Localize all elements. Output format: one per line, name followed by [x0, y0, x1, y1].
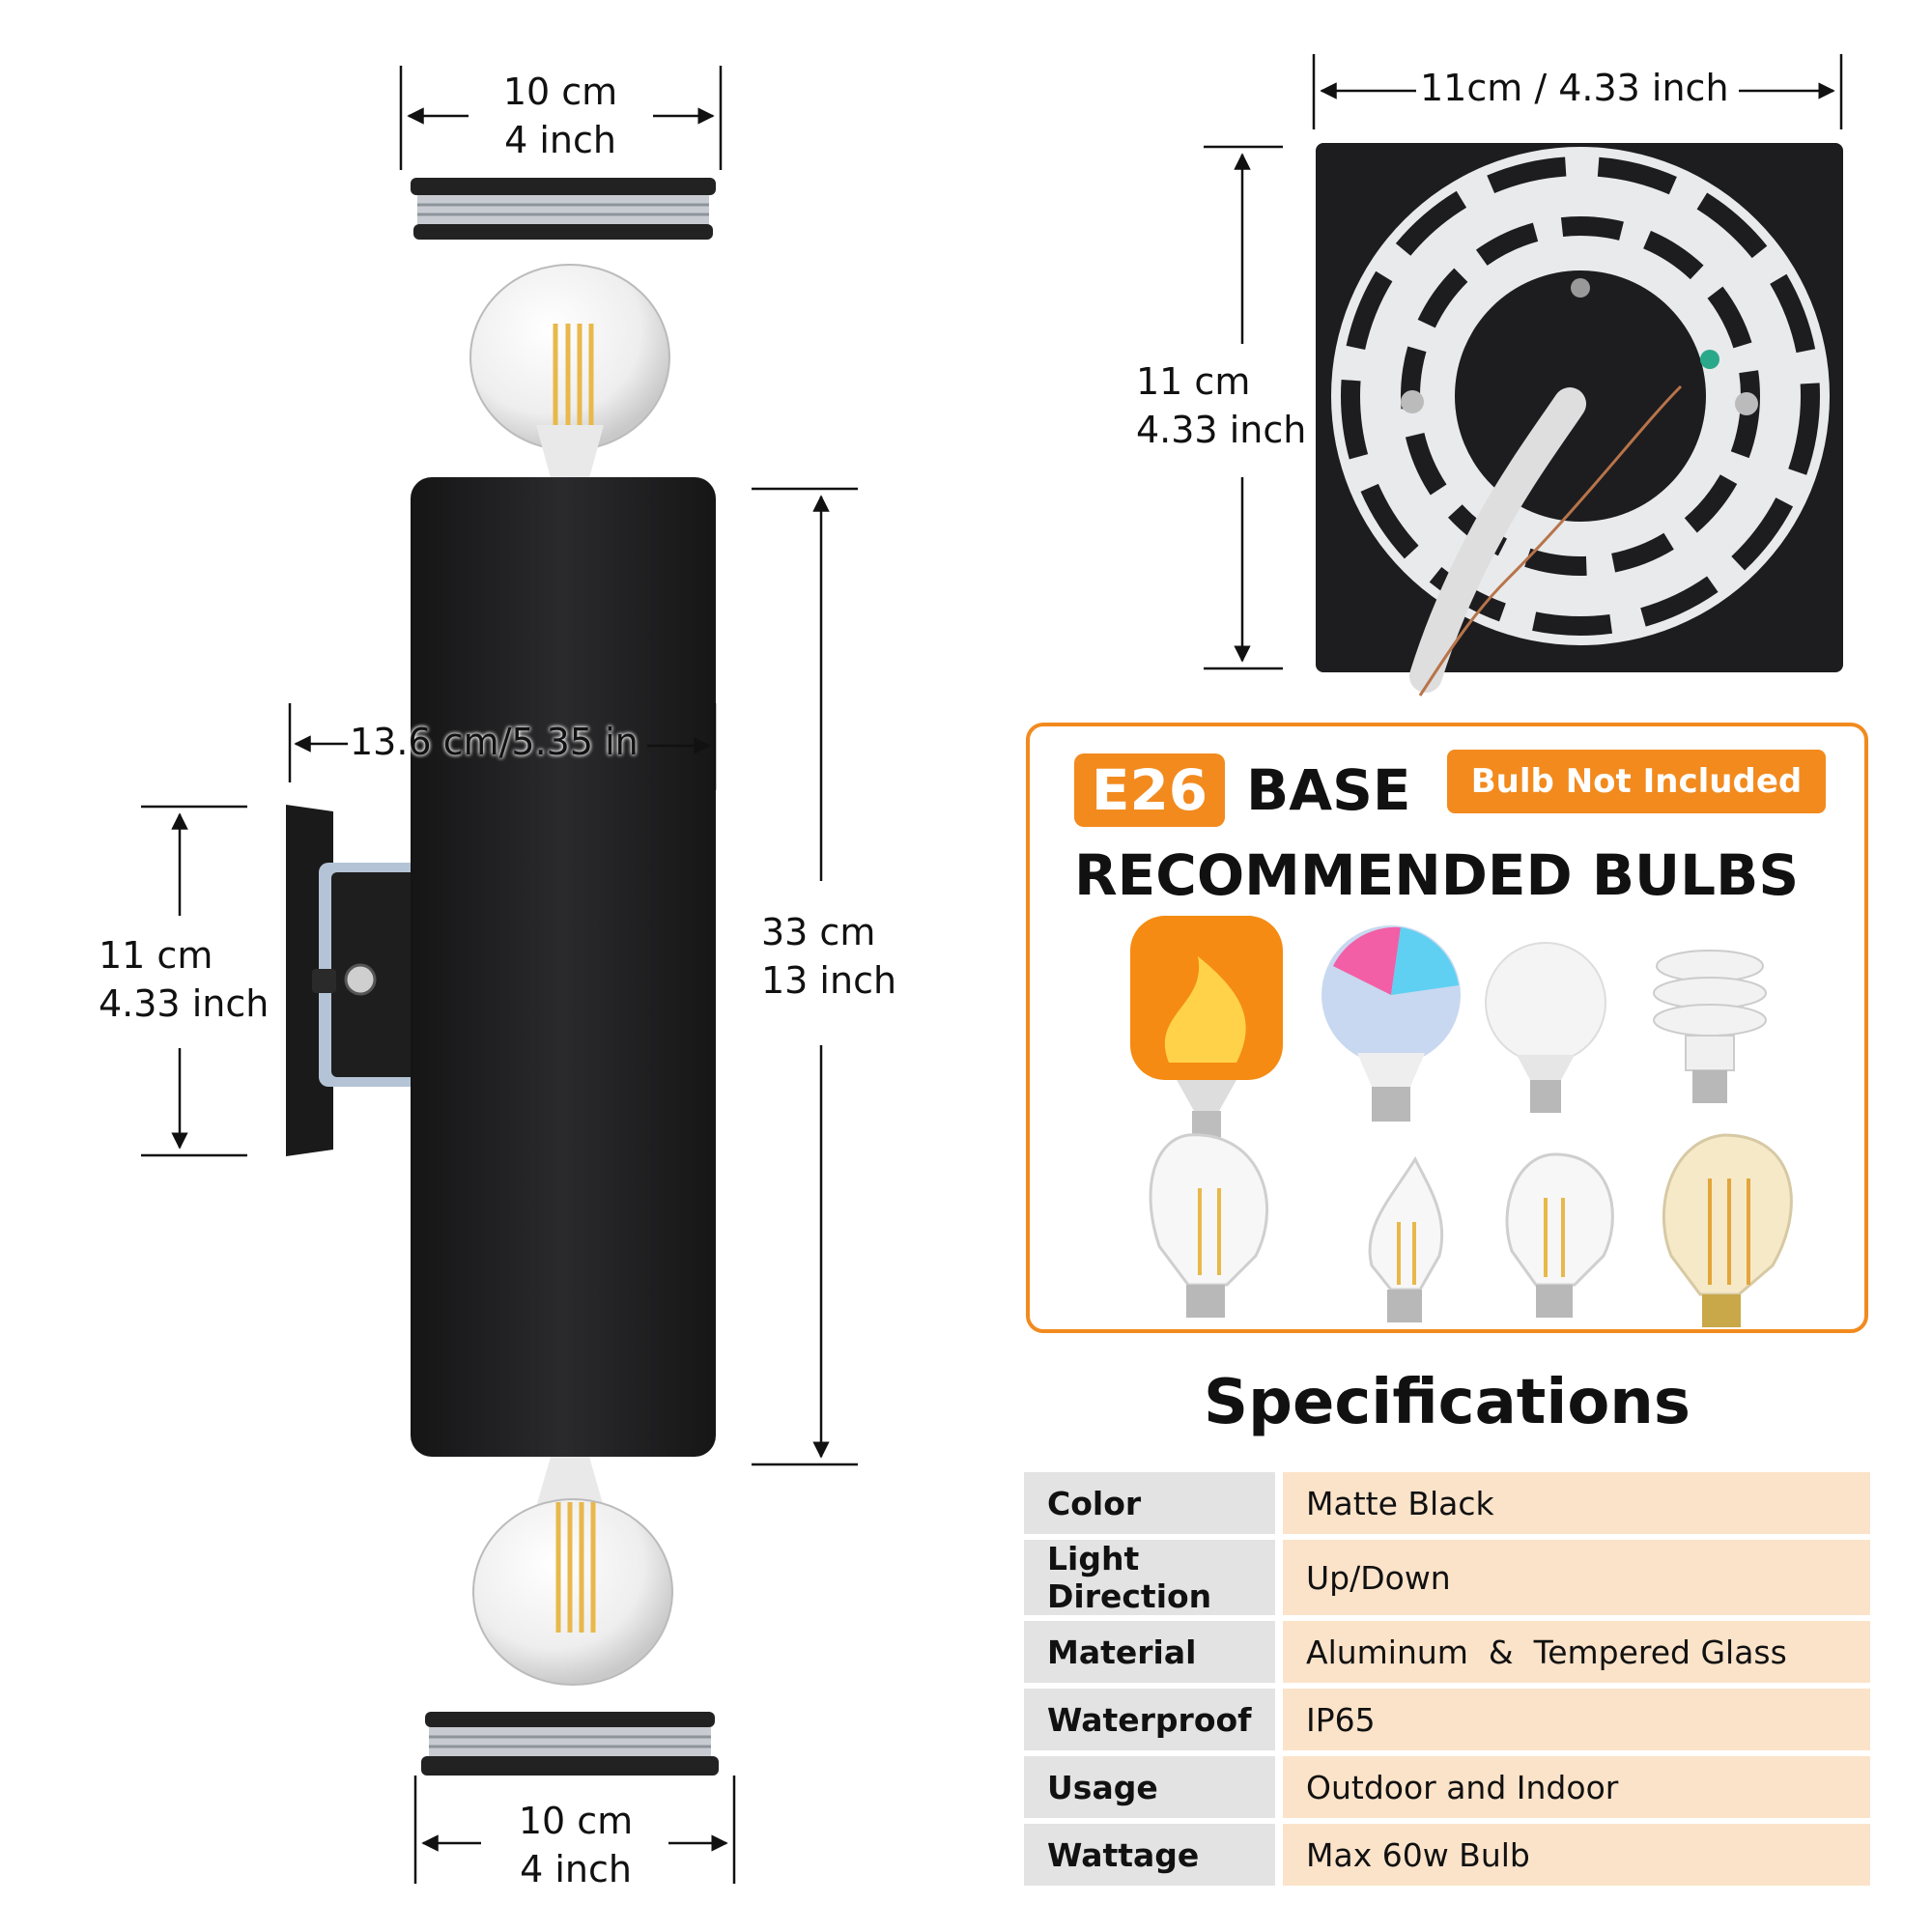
height-inch: 13 inch: [761, 959, 897, 1002]
spec-value: Aluminum & Tempered Glass: [1283, 1621, 1870, 1683]
spec-key: Material: [1024, 1621, 1283, 1683]
mount-height-inch: 4.33 inch: [1136, 409, 1307, 451]
spec-key: Waterproof: [1024, 1689, 1283, 1750]
recommended-bulbs-title: RECOMMENDED BULBS: [1074, 842, 1800, 908]
bulb-not-included-badge: Bulb Not Included: [1447, 750, 1826, 813]
dim-lines-bottom-cap: [413, 1776, 736, 1884]
table-row: Waterproof IP65: [1024, 1689, 1870, 1750]
bottom-bulb: [472, 1457, 673, 1686]
spec-value: IP65: [1283, 1689, 1870, 1750]
table-row: Light Direction Up/Down: [1024, 1540, 1870, 1615]
dim-lines-top-cap: [399, 66, 723, 170]
spec-value: Outdoor and Indoor: [1283, 1756, 1870, 1818]
height-dimension: 33 cm 13 inch: [761, 908, 896, 1005]
height-cm: 33 cm: [761, 911, 876, 953]
table-row: Wattage Max 60w Bulb: [1024, 1824, 1870, 1886]
mount-height-dimension: 11 cm 4.33 inch: [1136, 357, 1306, 454]
base-code-tag: E26: [1074, 753, 1225, 827]
bottom-cap-cm: 10 cm: [518, 1800, 634, 1842]
specifications-title: Specifications: [1204, 1367, 1690, 1438]
top-cap-dimension: 10 cm 4 inch: [464, 68, 657, 164]
spec-key: Wattage: [1024, 1824, 1283, 1886]
dim-lines-backplate: [141, 805, 247, 1157]
backplate-inch: 4.33 inch: [99, 982, 270, 1025]
backplate-cm: 11 cm: [99, 934, 213, 977]
backplate: [286, 805, 420, 1156]
base-label: BASE: [1246, 757, 1411, 823]
dim-lines-mount: [1204, 54, 1843, 670]
spec-key: Light Direction: [1024, 1540, 1283, 1615]
mount-width-dimension: 11cm / 4.33 inch: [1420, 67, 1729, 109]
top-cap-inch: 4 inch: [504, 119, 616, 161]
top-bulb: [469, 264, 670, 478]
bottom-cap: [421, 1712, 719, 1776]
bottom-cap-dimension: 10 cm 4 inch: [479, 1797, 672, 1893]
spec-value: Max 60w Bulb: [1283, 1824, 1870, 1886]
mount-height-cm: 11 cm: [1136, 360, 1251, 403]
table-row: Usage Outdoor and Indoor: [1024, 1756, 1870, 1818]
spec-key: Color: [1024, 1472, 1283, 1534]
specifications-table: Color Matte Black Light Direction Up/Dow…: [1024, 1466, 1870, 1891]
table-row: Color Matte Black: [1024, 1472, 1870, 1534]
top-cap-cm: 10 cm: [502, 71, 618, 113]
dim-lines-height: [752, 487, 858, 1466]
spec-key: Usage: [1024, 1756, 1283, 1818]
dim-lines-depth: [288, 703, 717, 790]
mounting-plate: [1316, 143, 1843, 696]
depth-dimension: 13.6 cm/5.35 in: [350, 721, 639, 763]
spec-value: Matte Black: [1283, 1472, 1870, 1534]
cylinder-body: [411, 477, 716, 1457]
bottom-cap-inch: 4 inch: [520, 1848, 632, 1890]
spec-value: Up/Down: [1283, 1540, 1870, 1615]
top-cap: [411, 178, 716, 240]
table-row: Material Aluminum & Tempered Glass: [1024, 1621, 1870, 1683]
backplate-dimension: 11 cm 4.33 inch: [99, 931, 269, 1028]
